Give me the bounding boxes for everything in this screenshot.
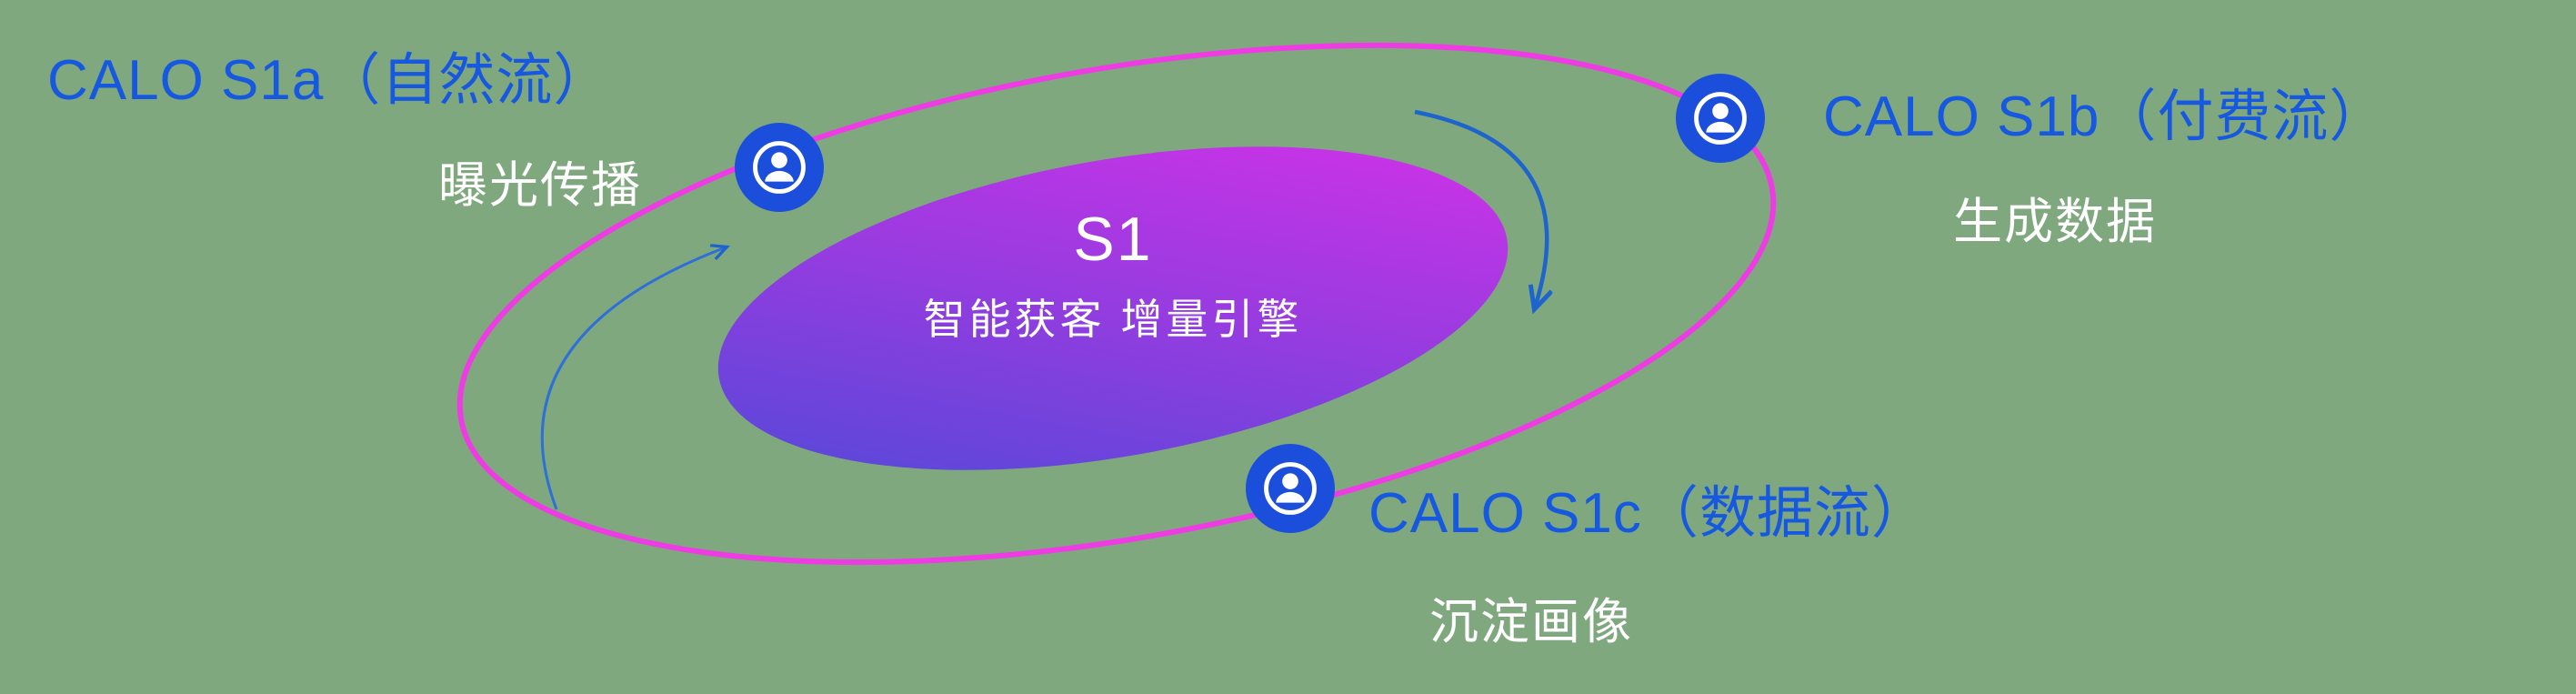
node-subtitle-s1a: 曝光传播 xyxy=(438,158,642,213)
orbit-ring xyxy=(456,42,1777,566)
core-ellipse xyxy=(717,146,1509,470)
node-subtitle-s1c: 沉淀画像 xyxy=(1429,595,1633,649)
left-curve-arrow xyxy=(540,247,726,510)
icon-user-body xyxy=(1276,491,1305,503)
icon-inner-ring xyxy=(1264,462,1317,515)
icon-user-body xyxy=(765,170,794,182)
node-subtitle-s1b: 生成数据 xyxy=(1953,195,2157,249)
user-in-circle-icon xyxy=(1676,74,1765,163)
node-label-s1a: CALO S1a（自然流） xyxy=(47,49,611,112)
icon-inner-ring xyxy=(1694,92,1747,145)
node-label-s1b: CALO S1b（付费流） xyxy=(1823,85,2387,148)
node-icon-s1b xyxy=(1676,74,1765,163)
icon-user-body xyxy=(1706,121,1735,133)
icon-inner-ring xyxy=(753,141,806,194)
core-title: S1 xyxy=(1073,205,1153,274)
user-in-circle-icon xyxy=(735,123,824,212)
node-icon-s1c xyxy=(1246,444,1335,533)
icon-user-head xyxy=(1282,473,1298,489)
icon-user-head xyxy=(771,152,787,168)
icon-user-head xyxy=(1712,103,1729,119)
right-curve-arrow xyxy=(1414,109,1547,307)
user-in-circle-icon xyxy=(1246,444,1335,533)
core-subtitle: 智能获客 增量引擎 xyxy=(923,295,1303,343)
node-label-s1c: CALO S1c（数据流） xyxy=(1368,482,1929,545)
node-icon-s1a xyxy=(735,123,824,212)
core-text: S1 智能获客 增量引擎 xyxy=(749,206,1477,347)
